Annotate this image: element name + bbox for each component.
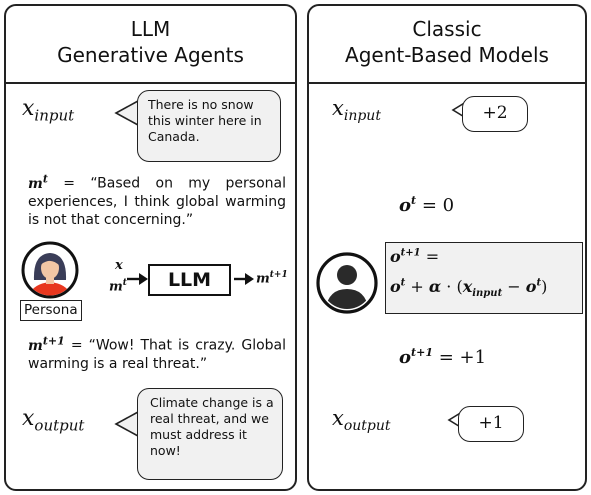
x-var: x [22,96,35,121]
llm-output-bubble-text: Climate change is a real threat, and we … [150,395,274,458]
x-var: x [332,406,344,430]
llm-input-bubble-tail [114,100,139,126]
llm-output-arrow [234,273,254,285]
memory-t1-statement: mt+1 = “Wow! That is crazy. Global warmi… [28,332,286,373]
memory-t-statement: mt = “Based on my personal experiences, … [28,170,286,229]
x-input-sub: input [34,106,75,125]
llm-input-bubble: There is no snow this winter here in Can… [137,90,281,162]
update-line2: ot + α · (xinput − ot) [390,277,548,300]
abm-panel-header: Classic Agent-Based Models [309,6,585,84]
memory-t-text: = “Based on my personal experiences, I t… [28,175,287,228]
llm-output-bubble: Climate change is a real threat, and we … [137,388,283,480]
user-silhouette-icon [316,252,378,314]
abm-x-input-label: xinput [332,96,381,124]
llm-box: LLM [148,264,231,296]
x-input-sub: input [343,108,381,125]
llm-x-output-label: xoutput [22,406,84,434]
x-var: x [22,406,35,431]
woman-avatar-icon [21,241,79,299]
llm-panel-title-line2: Generative Agents [57,43,244,67]
x-output-sub: output [34,416,85,435]
update-line1: ot+1 = [390,247,440,266]
persona-label: Persona [20,300,82,321]
abm-panel-title-line2: Agent-Based Models [345,43,549,67]
llm-x-input-label: xinput [22,96,74,124]
llm-input-bubble-text: There is no snow this winter here in Can… [148,97,262,144]
llm-panel-title-line1: LLM [130,17,171,41]
opinion-t1-equation: ot+1 = +1 [399,346,487,368]
llm-input-arrow [127,273,148,285]
abm-panel: Classic Agent-Based Models xinput +2 ot … [307,4,587,491]
x-var: x [332,96,344,120]
llm-output-m: mt+1 [256,270,288,287]
opinion-t-equation: ot = 0 [399,194,455,216]
abm-x-output-label: xoutput [332,406,391,434]
memory-t1-var: mt+1 [28,334,65,354]
llm-panel-header: LLM Generative Agents [6,6,295,84]
memory-t-var: mt [28,172,48,192]
llm-output-bubble-tail [114,411,139,437]
llm-input-x: x [115,258,123,273]
llm-input-m: mt [109,278,127,295]
abm-input-bubble: +2 [462,96,528,132]
x-output-sub: output [343,418,391,435]
memory-t1-text: = “Wow! That is crazy. Global warming is… [28,337,287,372]
llm-agents-panel: LLM Generative Agents xinput There is no… [4,4,297,491]
abm-panel-title-line1: Classic [412,17,482,41]
opinion-update-box: ot+1 = ot + α · (xinput − ot) [385,242,583,314]
abm-output-bubble: +1 [458,406,524,442]
